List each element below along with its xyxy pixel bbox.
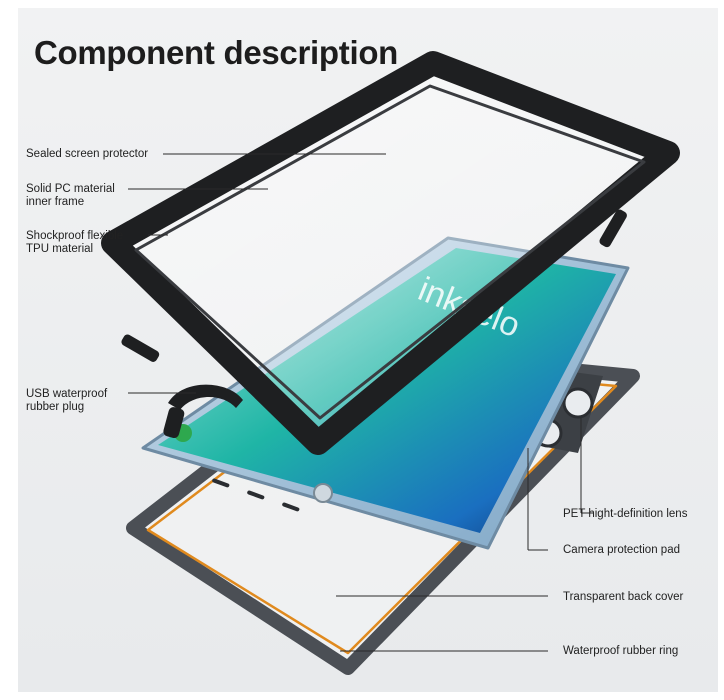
page-title: Component description [34,34,399,71]
label-sealed-screen-protector: Sealed screen protector [26,148,149,160]
label-usb-plug: USB waterproof rubber plug [26,388,108,413]
label-back-cover: Transparent back cover [563,591,684,603]
label-solid-pc-frame: Solid PC material inner frame [26,183,115,208]
label-shockproof-tpu: Shockproof flexible TPU material [26,230,124,255]
case-exploded-illustration: inkselo [101,51,680,675]
usb-rubber-plug [163,384,243,438]
label-camera-pad: Camera protection pad [563,544,680,556]
label-rubber-ring: Waterproof rubber ring [563,645,679,657]
front-frame [101,51,680,455]
product-panel: inkselo [18,8,718,692]
leader-lines [128,153,593,652]
label-pet-lens: PET hight-definition lens [563,508,688,520]
